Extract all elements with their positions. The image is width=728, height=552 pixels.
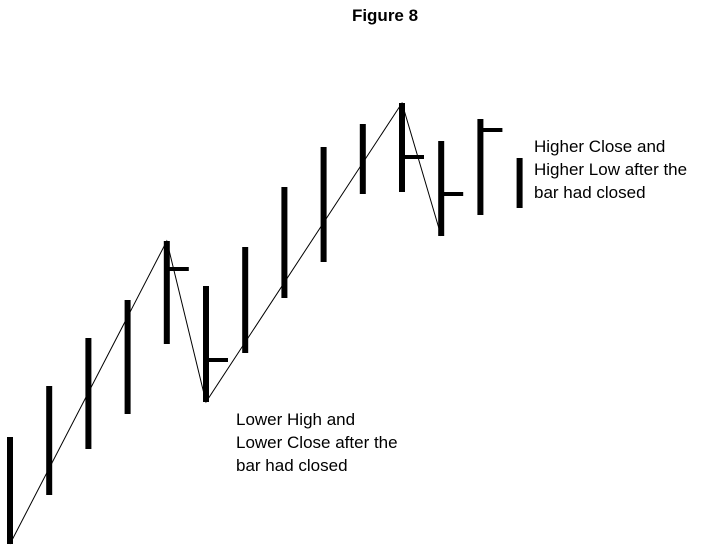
ohlc-bar bbox=[320, 147, 327, 262]
bar-range bbox=[438, 141, 445, 236]
bar-range bbox=[516, 158, 523, 208]
close-tick bbox=[404, 155, 424, 159]
bar-range bbox=[46, 386, 53, 495]
annotation-higher-close: Higher Close and Higher Low after the ba… bbox=[534, 135, 687, 204]
trendline bbox=[9, 101, 442, 545]
ohlc-bar bbox=[46, 386, 53, 495]
ohlc-bar bbox=[85, 338, 92, 449]
bar-range bbox=[359, 124, 366, 194]
annotation-line: bar had closed bbox=[236, 456, 348, 475]
annotation-line: Lower High and bbox=[236, 410, 356, 429]
chart-title: Figure 8 bbox=[351, 6, 419, 25]
ohlc-bar bbox=[516, 158, 523, 208]
bar-range bbox=[320, 147, 327, 262]
annotation-line: Lower Close after the bbox=[236, 433, 398, 452]
ohlc-bar bbox=[477, 119, 503, 215]
ohlc-bar bbox=[163, 241, 189, 344]
bar-range bbox=[203, 286, 209, 402]
bar-range bbox=[124, 300, 131, 414]
ohlc-bar bbox=[203, 286, 228, 402]
close-tick bbox=[168, 267, 189, 271]
annotation-lower-high: Lower High and Lower Close after the bar… bbox=[236, 408, 398, 477]
bar-range bbox=[7, 437, 13, 544]
bar-range bbox=[85, 338, 92, 449]
annotation-line: bar had closed bbox=[534, 183, 646, 202]
bar-range bbox=[399, 103, 405, 192]
bar-range bbox=[281, 187, 288, 298]
trendline-layer bbox=[9, 101, 442, 545]
ohlc-bar bbox=[242, 247, 249, 353]
bar-range bbox=[242, 247, 249, 353]
bar-range bbox=[163, 241, 170, 344]
annotation-line: Higher Low after the bbox=[534, 160, 688, 179]
bar-range bbox=[477, 119, 484, 215]
ohlc-bar bbox=[7, 437, 13, 544]
ohlc-bar bbox=[438, 141, 464, 236]
annotation-line: Higher Close and bbox=[534, 137, 666, 156]
ohlc-bar bbox=[124, 300, 131, 414]
close-tick bbox=[208, 358, 228, 362]
bars-layer bbox=[7, 103, 523, 544]
close-tick bbox=[482, 128, 503, 132]
close-tick bbox=[443, 192, 464, 196]
ohlc-bar bbox=[399, 103, 424, 192]
ohlc-bar bbox=[359, 124, 366, 194]
ohlc-bar bbox=[281, 187, 288, 298]
